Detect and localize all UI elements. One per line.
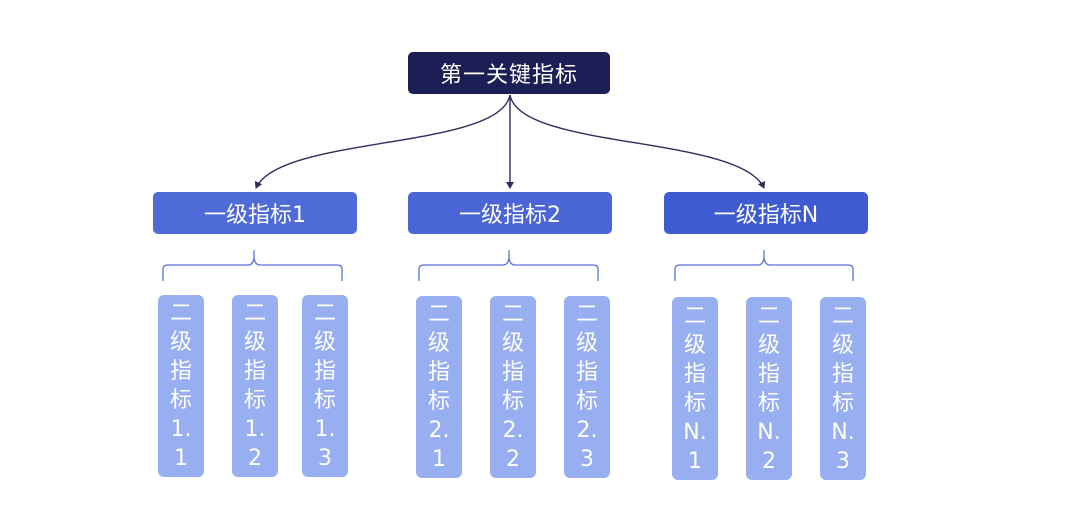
level2-node-2-3: 二级指标2.3 xyxy=(564,296,610,478)
level2-node-label: 二级指标1.3 xyxy=(313,301,336,471)
level2-node-1-1: 二级指标1.1 xyxy=(158,295,204,477)
bracket-group-2 xyxy=(418,250,599,281)
level2-node-label: 二级指标1.2 xyxy=(243,301,266,471)
level2-node-2-2: 二级指标2.2 xyxy=(490,296,536,478)
level1-node-2: 一级指标2 xyxy=(408,192,612,234)
level2-node-label: 二级指标1.1 xyxy=(169,301,192,471)
level1-node-1: 一级指标1 xyxy=(153,192,357,234)
level2-node-1-2: 二级指标1.2 xyxy=(232,295,278,477)
level1-node-label: 一级指标1 xyxy=(204,203,306,228)
level2-node-n-1: 二级指标N.1 xyxy=(672,297,718,480)
level1-node-3: 一级指标N xyxy=(664,192,868,234)
level2-node-label: 二级指标N.3 xyxy=(831,303,855,474)
connector-root-to-l1-1 xyxy=(254,94,511,189)
connector-root-to-l1-3 xyxy=(509,94,766,189)
root-node-label: 第一关键指标 xyxy=(439,63,578,88)
bracket-group-1 xyxy=(162,250,343,281)
level2-node-label: 二级指标2.2 xyxy=(501,302,524,472)
level1-node-label: 一级指标N xyxy=(713,203,819,228)
level2-node-label: 二级指标2.1 xyxy=(427,302,450,472)
level2-node-1-3: 二级指标1.3 xyxy=(302,295,348,477)
level2-node-label: 二级指标2.3 xyxy=(575,302,598,472)
bracket-group-3 xyxy=(674,250,854,281)
level2-node-label: 二级指标N.1 xyxy=(683,303,707,474)
level2-node-2-1: 二级指标2.1 xyxy=(416,296,462,478)
level2-node-n-2: 二级指标N.2 xyxy=(746,297,792,480)
level1-node-label: 一级指标2 xyxy=(459,203,561,228)
level2-node-label: 二级指标N.2 xyxy=(757,303,781,474)
root-node: 第一关键指标 xyxy=(408,52,610,94)
level2-node-n-3: 二级指标N.3 xyxy=(820,297,866,480)
